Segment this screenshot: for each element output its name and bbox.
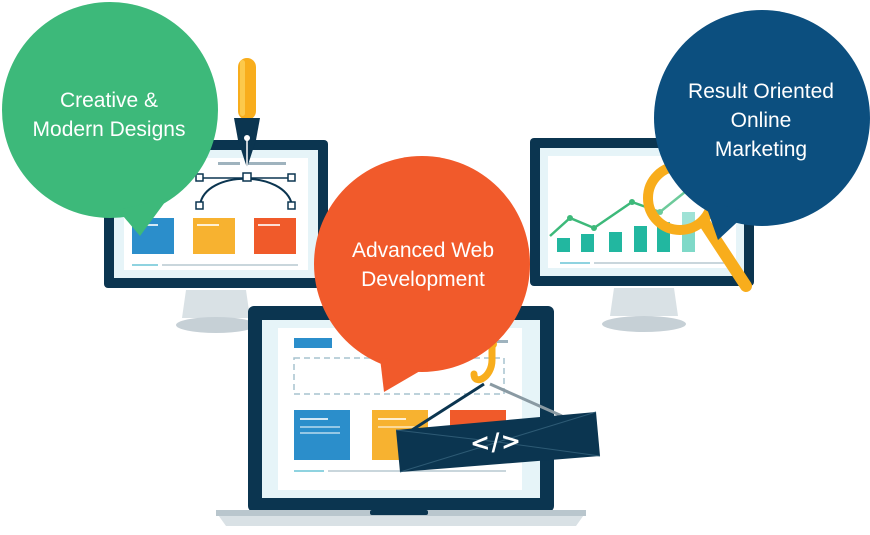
code-banner-icon (395, 411, 601, 473)
bubble-creative-designs: Creative & Modern Designs (0, 10, 218, 220)
bubble-creative-text: Creative & Modern Designs (32, 89, 186, 141)
code-symbol-label: </> (469, 426, 523, 458)
bubble-result-text: Result Oriented Online Marketing (688, 79, 834, 161)
bubble-result-marketing: Result Oriented Online Marketing (652, 2, 870, 238)
bubble-advanced-shape (314, 156, 530, 392)
bubble-creative-shape (2, 2, 218, 236)
pen-tool-icon (234, 58, 260, 168)
bubble-advanced-development: Advanced Web Development (314, 160, 532, 370)
bubble-advanced-text: Advanced Web Development (351, 239, 495, 291)
rope-left (411, 382, 485, 432)
rope-right (489, 382, 563, 418)
bubble-result-shape (654, 10, 870, 240)
